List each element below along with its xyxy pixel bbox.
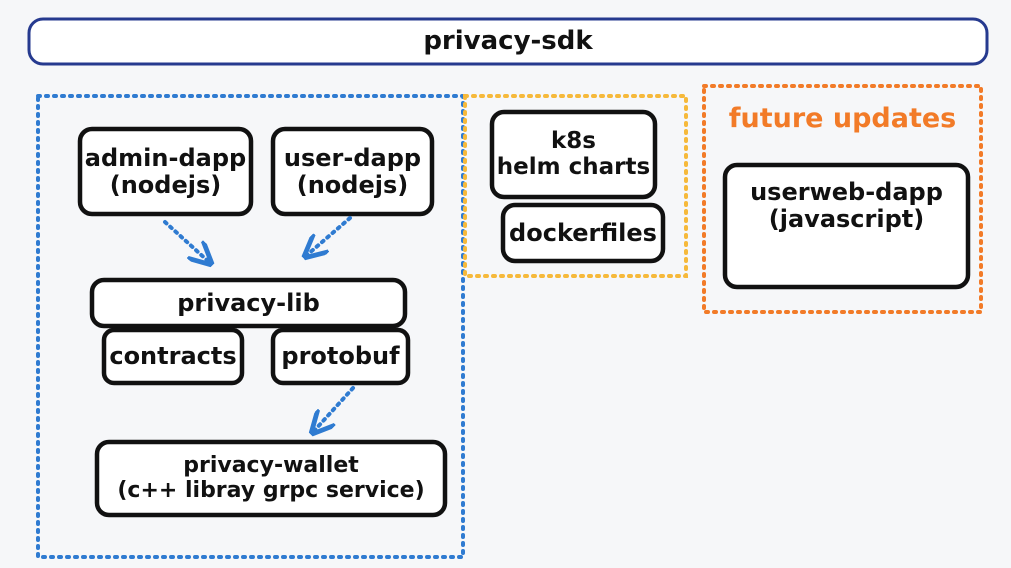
user-dapp-label: user-dapp (nodejs) (273, 129, 432, 214)
user-dapp-runtime: (nodejs) (296, 170, 409, 199)
admin-dapp-name: admin-dapp (84, 143, 247, 172)
admin-dapp-box (77, 126, 254, 217)
dockerfiles-box (500, 202, 666, 264)
deploy-group-border (463, 94, 688, 278)
future-group-border (702, 84, 983, 314)
privacy-wallet-description: (c++ libray grpc service) (117, 477, 425, 503)
helm-charts-name: helm charts (496, 153, 651, 180)
userweb-dapp-name: userweb-dapp (750, 178, 943, 207)
k8s-name: k8s (551, 127, 596, 154)
diagram-title: privacy-sdk (423, 25, 593, 56)
arrow-admin-to-lib (163, 220, 209, 262)
title-bar (27, 17, 989, 66)
privacy-wallet-label: privacy-wallet (c++ libray grpc service) (97, 442, 445, 515)
user-dapp-box (270, 126, 435, 217)
contracts-box (101, 327, 245, 386)
privacy-wallet-name: privacy-wallet (183, 452, 359, 478)
protobuf-label: protobuf (281, 342, 400, 371)
userweb-dapp-label: userweb-dapp (javascript) (725, 165, 968, 247)
userweb-dapp-runtime: (javascript) (768, 205, 925, 233)
user-dapp-name: user-dapp (283, 143, 422, 172)
k8s-box (489, 109, 658, 200)
arrow-user-to-lib (307, 216, 352, 255)
userweb-dapp-box (722, 162, 971, 290)
admin-dapp-runtime: (nodejs) (109, 170, 222, 199)
admin-dapp-label: admin-dapp (nodejs) (80, 129, 251, 214)
protobuf-box (270, 327, 411, 386)
dockerfiles-label: dockerfiles (509, 218, 657, 247)
contracts-label: contracts (109, 342, 237, 371)
privacy-wallet-box (94, 439, 448, 518)
privacy-lib-box (89, 277, 408, 329)
arrow-protobuf-to-wallet (314, 386, 355, 431)
k8s-label: k8s helm charts (492, 112, 655, 197)
core-group-border (36, 94, 465, 559)
privacy-lib-label: privacy-lib (177, 288, 320, 317)
future-updates-label: future updates (728, 102, 957, 134)
